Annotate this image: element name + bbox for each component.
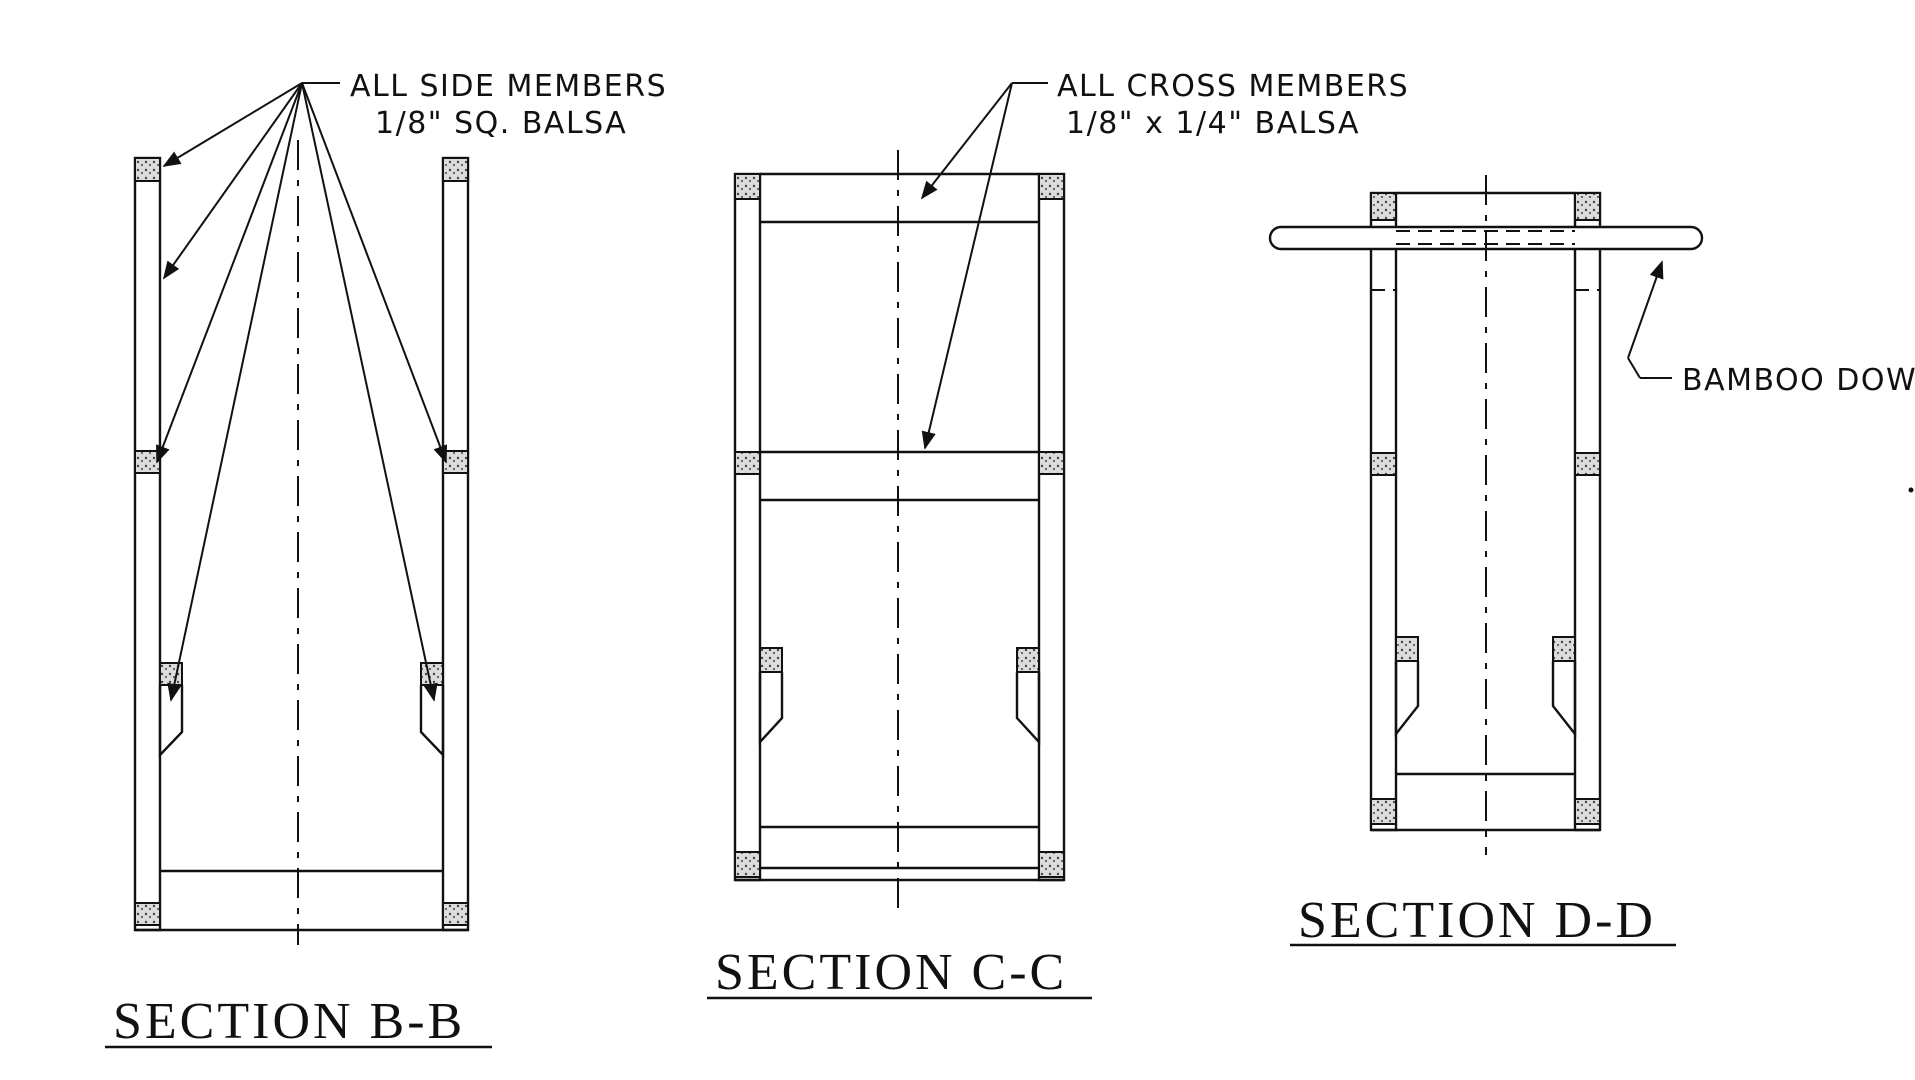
balsa-member <box>420 662 444 686</box>
balsa-member <box>734 451 761 475</box>
left-post <box>733 172 762 882</box>
left-post <box>133 156 162 932</box>
balsa-member <box>1574 192 1601 221</box>
balsa-member <box>1016 647 1040 673</box>
leader-arrows <box>156 82 447 702</box>
side-members-note: ALL SIDE MEMBERS <box>350 69 667 104</box>
balsa-member <box>442 450 469 474</box>
balsa-member <box>134 902 161 926</box>
section-b-b: ALL SIDE MEMBERS 1/8" SQ. BALSA SECTION … <box>105 69 667 1050</box>
balsa-member <box>1370 452 1397 476</box>
section-b-title: SECTION B-B <box>113 993 465 1050</box>
balsa-member <box>1552 636 1576 662</box>
partial-mark <box>1908 487 1914 493</box>
section-c-title: SECTION C-C <box>715 944 1067 1001</box>
section-d-d: BAMBOO DOW SECTION D-D <box>1268 175 1915 949</box>
balsa-member <box>759 647 783 673</box>
right-post <box>441 156 470 932</box>
balsa-member <box>442 157 469 182</box>
balsa-member <box>134 157 161 182</box>
balsa-member <box>1370 192 1397 221</box>
leader-arrows <box>920 82 1048 450</box>
balsa-member <box>1038 173 1065 200</box>
balsa-member <box>1370 798 1397 825</box>
balsa-member <box>1038 451 1065 475</box>
balsa-member <box>1574 798 1601 825</box>
right-post <box>1037 172 1066 882</box>
section-d-title: SECTION D-D <box>1298 892 1656 949</box>
section-c-c: ALL CROSS MEMBERS 1/8" x 1/4" BALSA SECT… <box>707 69 1409 1001</box>
balsa-member <box>442 902 469 926</box>
balsa-member <box>734 851 761 878</box>
balsa-member <box>734 173 761 200</box>
balsa-member <box>1574 452 1601 476</box>
bamboo-dowel-note: BAMBOO DOW <box>1682 363 1915 398</box>
bamboo-leader <box>1627 260 1672 379</box>
cross-members-note: ALL CROSS MEMBERS <box>1057 69 1409 104</box>
left-post <box>1369 191 1398 832</box>
balsa-member <box>1038 851 1065 878</box>
cross-members-spec: 1/8" x 1/4" BALSA <box>1066 106 1360 141</box>
balsa-member <box>134 450 161 474</box>
side-members-spec: 1/8" SQ. BALSA <box>375 106 627 141</box>
right-post <box>1573 191 1602 832</box>
balsa-member <box>1395 636 1419 662</box>
